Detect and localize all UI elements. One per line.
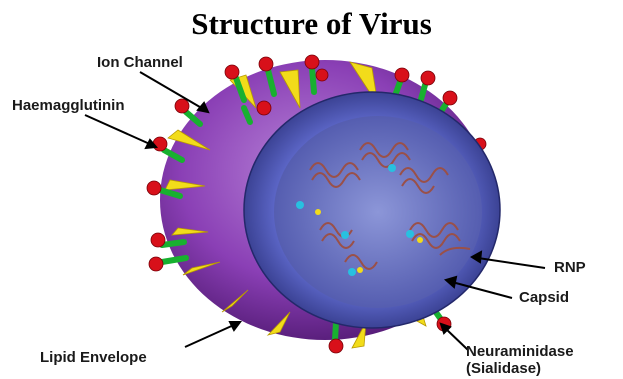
label-ion-channel: Ion Channel: [97, 54, 183, 71]
label-sialidase: (Sialidase): [466, 360, 541, 377]
label-lipid-envelope: Lipid Envelope: [40, 349, 147, 366]
label-capsid: Capsid: [519, 289, 569, 306]
label-haemagglutinin: Haemagglutinin: [12, 97, 125, 114]
label-neuraminidase: Neuraminidase: [466, 343, 574, 360]
label-rnp: RNP: [554, 259, 586, 276]
